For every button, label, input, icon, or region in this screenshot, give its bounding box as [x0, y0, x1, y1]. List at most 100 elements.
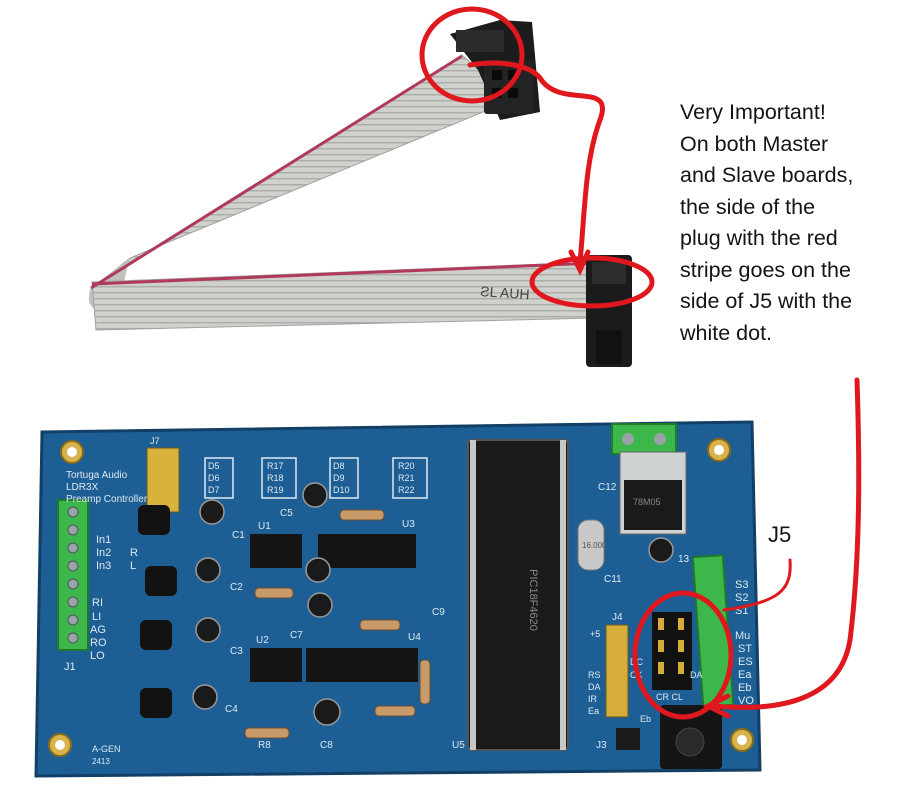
header-j3 [616, 728, 640, 750]
red-arrow-head-bottom [702, 693, 731, 719]
label-j4: J4 [612, 612, 623, 623]
label-c9: C9 [432, 607, 445, 618]
note-line: stripe goes on the [680, 257, 851, 282]
label-eb: Eb [640, 714, 651, 724]
label-r22: R22 [398, 485, 415, 495]
right-label-ea: Ea [738, 669, 752, 681]
ic-u1 [250, 534, 302, 568]
right-label-vo: VO [738, 695, 754, 707]
note-line: side of J5 with the [680, 289, 853, 313]
label-j3: J3 [596, 740, 607, 751]
crystal [577, 519, 605, 571]
header-j4 [605, 624, 629, 718]
silk-box-r17-r19 [261, 457, 297, 499]
left-label-ag: AG [90, 624, 106, 636]
electrolytic-capacitors [192, 482, 674, 726]
label-u4: U4 [408, 632, 421, 643]
label-r21: R21 [398, 473, 415, 483]
silk-box-d8-d10 [329, 457, 359, 499]
silk-box-d5-d7 [204, 457, 234, 499]
left-label-li: LI [92, 611, 101, 623]
left-label-l: L [130, 560, 136, 572]
lower-idc-connector [586, 255, 632, 367]
label-c5: C5 [280, 508, 293, 519]
right-label-s2: S2 [735, 592, 748, 604]
label-c13: 13 [678, 554, 690, 565]
terminal-screws-left [67, 506, 79, 644]
label-u3: U3 [402, 519, 415, 530]
red-circle-j5 [632, 590, 734, 720]
terminal-block-top [611, 423, 677, 455]
board-title-line1: Tortuga Audio [66, 470, 128, 481]
note-line: Very Important! [680, 100, 826, 124]
label-j4-pin-5: Ea [588, 706, 599, 716]
ribbon-red-stripe-upper [90, 54, 463, 290]
label-j4-pin-1: +5 [590, 629, 600, 639]
label-u1: U1 [258, 521, 271, 532]
label-d5: D5 [208, 461, 220, 471]
ic-u4 [306, 648, 418, 682]
left-label-in2: In2 [96, 547, 111, 559]
note-line: plug with the red [680, 226, 838, 250]
header-j5 [652, 612, 692, 690]
red-circle-lower-connector [529, 255, 655, 309]
right-label-mu: Mu [735, 630, 750, 642]
red-circle-upper-connector [419, 6, 525, 104]
left-label-in3: In3 [96, 560, 111, 572]
board-title-line3: Preamp Controller [66, 494, 148, 505]
label-r18: R18 [267, 473, 284, 483]
pcb-board: PIC18F4620 78M05 [34, 420, 762, 778]
annotation-markers [419, 6, 862, 720]
label-u2: U2 [256, 635, 269, 646]
label-j4-pin-3: DA [588, 682, 601, 692]
label-c11: C11 [604, 574, 622, 585]
right-label-s3: S3 [735, 579, 748, 591]
label-j7: J7 [150, 436, 160, 446]
left-label-ro: RO [90, 637, 107, 649]
label-date: 2413 [92, 757, 110, 766]
label-c2: C2 [230, 582, 243, 593]
label-c1: C1 [232, 530, 245, 541]
terminal-block-left [57, 499, 89, 651]
label-r20: R20 [398, 461, 415, 471]
note-line: white dot. [680, 320, 773, 345]
label-d8: D8 [333, 461, 345, 471]
ribbon-cable: ƧL AUH [88, 20, 632, 367]
label-j4-side-3: DA [690, 670, 703, 680]
right-label-eb: Eb [738, 682, 751, 694]
red-arrow-head-top [568, 249, 591, 276]
resistors [244, 509, 431, 739]
note-line: the side of the [680, 194, 816, 219]
label-c7: C7 [290, 630, 303, 641]
label-d10: D10 [333, 485, 350, 495]
cable-print: ƧL AUH [480, 283, 530, 302]
label-c12: C12 [598, 482, 617, 493]
silk-box-r20-r22 [392, 457, 428, 499]
right-label-es: ES [738, 656, 753, 668]
ribbon-red-stripe-lower [91, 261, 597, 286]
label-r8: R8 [258, 740, 271, 751]
label-c4: C4 [225, 704, 238, 715]
note-line: On both Master [680, 131, 829, 156]
red-arrow-path-bottom [712, 377, 862, 710]
right-label-st: ST [738, 643, 752, 655]
left-label-lo: LO [90, 650, 105, 662]
ribbon-upper [89, 54, 513, 291]
note-line: and Slave boards, [680, 163, 854, 187]
label-c8: C8 [320, 740, 333, 751]
header-j7 [146, 447, 180, 513]
board-title-line2: LDR3X [66, 482, 99, 493]
ic-u3 [318, 534, 416, 568]
red-arrow-path-top [467, 60, 605, 265]
label-j4-pin-4: IR [588, 694, 598, 704]
left-label-r: R [130, 547, 138, 559]
chip-marking: PIC18F4620 [527, 569, 539, 631]
j5-pointer-line [722, 558, 792, 612]
label-d6: D6 [208, 473, 220, 483]
label-j5-bottom: CR CL [656, 692, 683, 702]
annotation-note: Very Important! On both Master and Slave… [680, 97, 906, 349]
ic-u2 [250, 648, 302, 682]
microcontroller-u5 [467, 439, 569, 751]
label-d7: D7 [208, 485, 220, 495]
